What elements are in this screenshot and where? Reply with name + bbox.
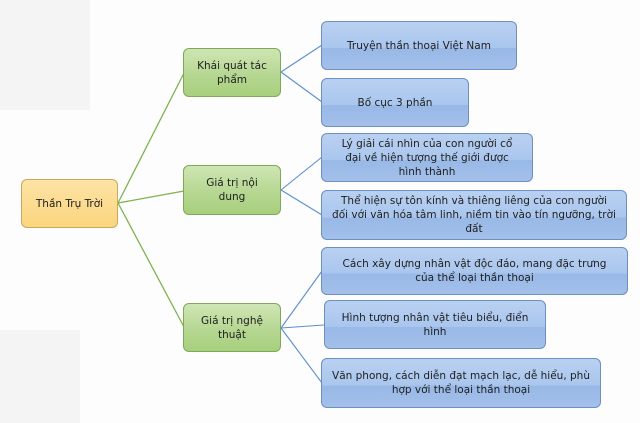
root-label: Thần Trụ Trời — [35, 197, 104, 210]
branch-label: Giá trị nghệ thuật — [201, 314, 263, 341]
leaf-node[interactable]: Cách xây dựng nhân vật độc đáo, mang đặc… — [321, 247, 628, 295]
leaf-node[interactable]: Thể hiện sự tôn kính và thiêng liêng của… — [321, 190, 627, 240]
branch-artistic-value[interactable]: Giá trị nghệ thuật — [183, 303, 281, 352]
background-watermark — [0, 330, 80, 423]
branch-label: Giá trị nội dung — [206, 177, 258, 203]
branch-overview[interactable]: Khái quát tác phẩm — [183, 48, 281, 97]
leaf-node[interactable]: Lý giải cái nhìn của con người cổ đại về… — [321, 133, 533, 182]
leaf-label: Bố cục 3 phần — [357, 96, 433, 109]
leaf-node[interactable]: Hình tượng nhân vật tiêu biểu, điển hình — [324, 300, 546, 349]
root-connectors — [117, 72, 185, 328]
leaf-node[interactable]: Văn phong, cách diễn đạt mạch lạc, dễ hi… — [321, 358, 601, 408]
leaf-node[interactable]: Truyện thần thoại Việt Nam — [321, 21, 517, 70]
background-watermark — [0, 0, 90, 110]
leaf-label: Văn phong, cách diễn đạt mạch lạc, dễ hi… — [332, 370, 590, 396]
leaf-label: Truyện thần thoại Việt Nam — [347, 39, 491, 52]
leaf-label: Cách xây dựng nhân vật độc đáo, mang đặc… — [342, 258, 607, 284]
leaf-label: Lý giải cái nhìn của con người cổ đại về… — [341, 137, 513, 178]
leaf-label: Hình tượng nhân vật tiêu biểu, điển hình — [341, 311, 529, 338]
branch-connectors — [280, 44, 325, 384]
branch-label: Khái quát tác phẩm — [197, 59, 267, 86]
leaf-node[interactable]: Bố cục 3 phần — [321, 78, 469, 127]
leaf-label: Thể hiện sự tôn kính và thiêng liêng của… — [332, 195, 616, 235]
branch-content-value[interactable]: Giá trị nội dung — [183, 165, 281, 215]
root-node[interactable]: Thần Trụ Trời — [21, 179, 118, 228]
